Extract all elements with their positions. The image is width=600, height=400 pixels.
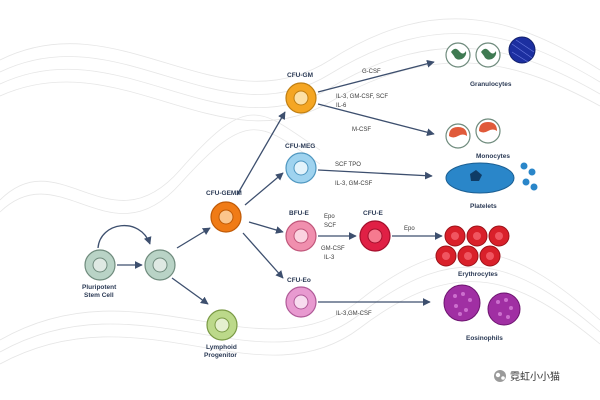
arrow-gm-to-granulocytes	[317, 59, 435, 93]
eosinophils-cells	[443, 284, 521, 326]
arrow-to-cfu-gemm	[176, 227, 211, 249]
erythrocytes-cells	[435, 225, 510, 267]
stem-cell-copy	[144, 249, 176, 281]
label-lymphoid-line1: Lymphoid	[206, 344, 237, 351]
arrow-gemm-to-meg	[244, 172, 284, 206]
label-pluripotent-line2: Stem Cell	[84, 292, 114, 299]
label-monocytes: Monocytes	[476, 153, 510, 160]
factor-mcsf: M-CSF	[352, 127, 371, 133]
label-cfu-gemm: CFU-GEMM	[206, 190, 242, 197]
background-wave-lines	[0, 18, 600, 365]
erythrocytes-centers	[442, 232, 503, 260]
factor-labels: G-CSF IL-3, GM-CSF, SCF IL-6 M-CSF SCF T…	[321, 69, 415, 317]
label-erythrocytes: Erythrocytes	[458, 271, 498, 278]
cfu-eo-cell	[285, 286, 317, 318]
label-cfu-e: CFU-E	[363, 210, 384, 217]
factor-epo-bfu: Epo	[324, 214, 335, 220]
arrow-gemm-to-gm	[236, 111, 286, 196]
arrow-gemm-to-cfueo	[242, 232, 284, 279]
label-platelets: Platelets	[470, 203, 497, 210]
factor-il3-gm-scf: IL-3, GM-CSF, SCF	[336, 94, 388, 100]
factor-scf-bfu: SCF	[324, 223, 336, 229]
cfu-meg-cell	[285, 152, 317, 184]
lymphoid-progenitor-cell	[206, 309, 238, 341]
factor-scf-tpo: SCF TPO	[335, 162, 361, 168]
factor-il6: IL-6	[336, 103, 347, 109]
bfu-e-cell	[285, 220, 317, 252]
factor-epo-cfue: Epo	[404, 226, 415, 232]
watermark-logo-icon	[494, 370, 506, 382]
factor-gmcsf-bfu: GM-CSF	[321, 246, 345, 252]
label-pluripotent-line1: Pluripotent	[82, 284, 117, 291]
factor-il3-bfu: IL-3	[324, 255, 335, 261]
factor-il3-gmcsf-meg: IL-3, GM-CSF	[335, 181, 373, 187]
factor-il3-gmcsf-eo: IL-3,GM-CSF	[336, 311, 372, 317]
factor-gcsf: G-CSF	[362, 69, 381, 75]
arrow-gemm-to-bfue	[248, 221, 284, 234]
label-bfu-e: BFU-E	[289, 210, 310, 217]
cfu-e-cell	[359, 220, 391, 252]
cfu-gm-cell	[285, 82, 317, 114]
pluripotent-stem-cell	[84, 249, 116, 281]
label-cfu-meg: CFU-MEG	[285, 143, 315, 150]
granulocytes-cells	[445, 36, 536, 68]
monocytes-cells	[445, 118, 501, 149]
arrow-self-renewal	[97, 225, 152, 249]
arrows	[97, 59, 443, 306]
watermark: 霓虹小小猫	[494, 370, 560, 383]
label-lymphoid-line2: Progenitor	[204, 352, 237, 359]
watermark-text: 霓虹小小猫	[510, 370, 560, 383]
arrow-to-lymphoid	[171, 277, 209, 305]
label-cfu-eo: CFU-Eo	[287, 277, 311, 284]
label-eosinophils: Eosinophils	[466, 335, 503, 342]
node-labels: Pluripotent Stem Cell CFU-GEMM Lymphoid …	[82, 72, 384, 359]
label-granulocytes: Granulocytes	[470, 81, 512, 88]
arrow-gm-to-monocytes	[317, 103, 435, 137]
platelets-cells	[445, 162, 538, 194]
cfu-gemm-cell	[210, 201, 242, 233]
arrow-meg-to-platelets	[317, 169, 433, 180]
output-labels: Granulocytes Monocytes Platelets Erythro…	[458, 81, 512, 342]
label-cfu-gm: CFU-GM	[287, 72, 313, 79]
